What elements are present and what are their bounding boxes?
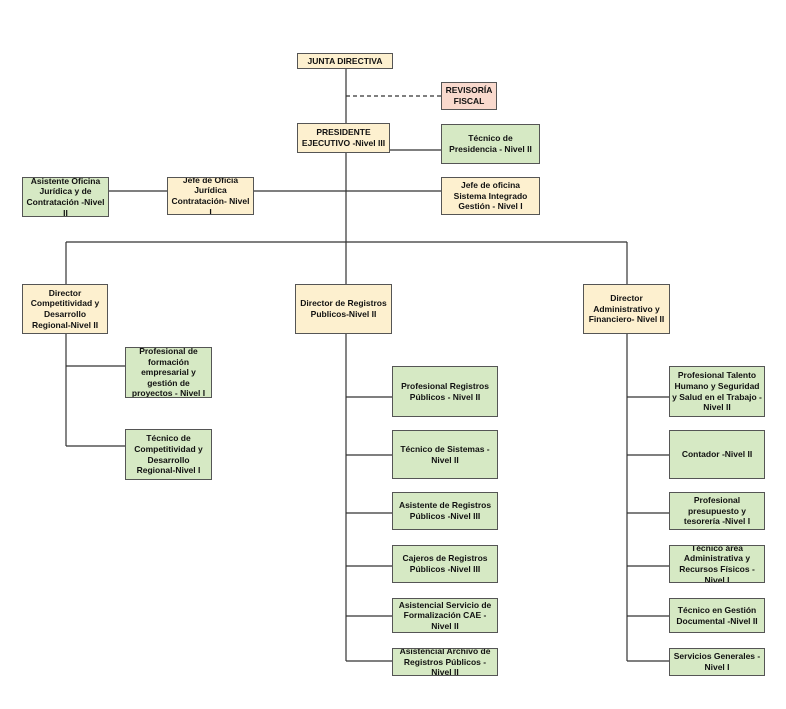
administrativo-unit-label: Profesional presupuesto y tesorería -Niv… [683, 495, 751, 527]
administrativo-unit-6-box: Servicios Generales - Nivel I [669, 648, 765, 676]
director-administrativo-label: Director Administrativo y Financiero- Ni… [588, 293, 665, 325]
jefe-sistema-box: Jefe de oficina Sistema Integrado Gestió… [441, 177, 540, 215]
revisoria-fiscal-label: REVISORÍA FISCAL [445, 85, 493, 106]
competitividad-unit-label: Profesional de formación empresarial y g… [131, 347, 206, 398]
jefe-juridica-box: Jefe de Oficia Jurídica Contratación- Ni… [167, 177, 254, 215]
presidente-label: PRESIDENTE EJECUTIVO -Nivel III [301, 127, 386, 148]
registros-unit-3-box: Asistente de Registros Públicos -Nivel I… [392, 492, 498, 530]
jefe-juridica-label: Jefe de Oficia Jurídica Contratación- Ni… [171, 177, 250, 215]
junta-directiva-label: JUNTA DIRECTIVA [307, 55, 383, 66]
registros-unit-1-box: Profesional Registros Públicos - Nivel I… [392, 366, 498, 417]
administrativo-unit-1-box: Profesional Talento Humano y Seguridad y… [669, 366, 765, 417]
administrativo-unit-2-box: Contador -Nivel II [669, 430, 765, 479]
director-administrativo-box: Director Administrativo y Financiero- Ni… [583, 284, 670, 334]
director-registros-box: Director de Registros Publicos-Nivel II [295, 284, 392, 334]
asistente-juridica-label: Asistente Oficina Jurídica y de Contrata… [26, 177, 105, 217]
junta-directiva-box: JUNTA DIRECTIVA [297, 53, 393, 69]
tecnico-presidencia-box: Técnico de Presidencia - Nivel II [441, 124, 540, 164]
administrativo-unit-4-box: Técnico área Administrativa y Recursos F… [669, 545, 765, 583]
competitividad-unit-1-box: Profesional de formación empresarial y g… [125, 347, 212, 398]
registros-unit-label: Asistencial Archivo de Registros Público… [399, 648, 491, 676]
competitividad-unit-2-box: Técnico de Competitividad y Desarrollo R… [125, 429, 212, 480]
administrativo-unit-5-box: Técnico en Gestión Documental -Nivel II [669, 598, 765, 633]
registros-unit-label: Asistente de Registros Públicos -Nivel I… [398, 500, 492, 521]
registros-unit-label: Cajeros de Registros Públicos -Nivel III [402, 553, 488, 574]
director-competitividad-label: Director Competitividad y Desarrollo Reg… [30, 287, 100, 330]
competitividad-unit-label: Técnico de Competitividad y Desarrollo R… [134, 433, 203, 476]
administrativo-unit-3-box: Profesional presupuesto y tesorería -Niv… [669, 492, 765, 530]
registros-unit-label: Asistencial Servicio de Formalización CA… [398, 599, 492, 631]
revisoria-fiscal-box: REVISORÍA FISCAL [441, 82, 497, 110]
registros-unit-5-box: Asistencial Servicio de Formalización CA… [392, 598, 498, 633]
presidente-box: PRESIDENTE EJECUTIVO -Nivel III [297, 123, 390, 153]
tecnico-presidencia-label: Técnico de Presidencia - Nivel II [449, 133, 532, 154]
registros-unit-2-box: Técnico de Sistemas -Nivel II [392, 430, 498, 479]
registros-unit-4-box: Cajeros de Registros Públicos -Nivel III [392, 545, 498, 583]
jefe-sistema-label: Jefe de oficina Sistema Integrado Gestió… [453, 180, 528, 212]
registros-unit-label: Profesional Registros Públicos - Nivel I… [401, 380, 489, 402]
asistente-juridica-box: Asistente Oficina Jurídica y de Contrata… [22, 177, 109, 217]
administrativo-unit-label: Profesional Talento Humano y Seguridad y… [672, 370, 762, 413]
director-competitividad-box: Director Competitividad y Desarrollo Reg… [22, 284, 108, 334]
director-registros-label: Director de Registros Publicos-Nivel II [300, 298, 387, 319]
administrativo-unit-label: Técnico en Gestión Documental -Nivel II [676, 604, 758, 626]
administrativo-unit-label: Servicios Generales - Nivel I [673, 651, 761, 672]
administrativo-unit-label: Contador -Nivel II [681, 449, 753, 460]
administrativo-unit-label: Técnico área Administrativa y Recursos F… [679, 545, 755, 583]
registros-unit-6-box: Asistencial Archivo de Registros Público… [392, 648, 498, 676]
registros-unit-label: Técnico de Sistemas -Nivel II [400, 443, 490, 465]
